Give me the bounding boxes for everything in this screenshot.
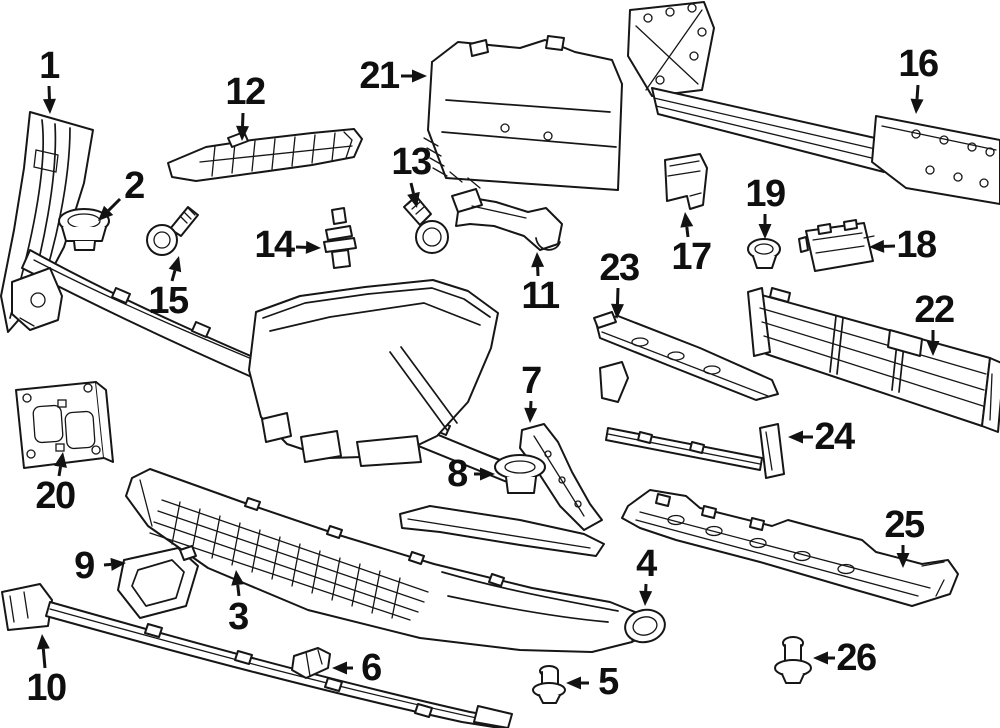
callout-16-bumper-reinforcement-beam[interactable]: 16 [898,43,939,85]
part-air-guide-assembly[interactable] [423,35,623,191]
part-garnish-clip[interactable] [494,454,546,494]
callout-12-bumper-upper-bracket[interactable]: 12 [225,71,266,113]
part-upper-support-bar[interactable] [593,311,779,401]
callout-17-sensor-bracket[interactable]: 17 [671,236,712,278]
part-mount-bracket[interactable] [798,219,875,272]
part-license-plate-bracket[interactable] [15,381,114,469]
callout-9-fog-light-bezel[interactable]: 9 [74,545,95,587]
part-bumper-reinforcement-beam[interactable] [627,1,1000,205]
callout-24-lower-support-frame[interactable]: 24 [814,416,855,458]
part-bumper-clip[interactable] [58,208,110,251]
part-rubber-grommet[interactable] [622,606,668,646]
callout-13-flange-bolt[interactable]: 13 [391,141,432,183]
part-cover-fastener[interactable] [774,636,812,684]
part-grille-shutter-assembly[interactable] [747,287,1000,433]
callout-5-push-fastener[interactable]: 5 [598,661,619,703]
callout-26-cover-fastener[interactable]: 26 [836,637,877,679]
part-corner-clip[interactable] [291,647,331,679]
callout-8-garnish-clip[interactable]: 8 [447,453,468,495]
part-bumper-side-bracket[interactable] [451,188,563,251]
callout-2-bumper-clip[interactable]: 2 [124,165,145,207]
callout-arrow-layer [36,69,940,690]
part-front-bumper-lower-grille[interactable] [125,468,650,653]
callout-11-bumper-side-bracket[interactable]: 11 [521,275,560,317]
callout-10-lower-trim-strip[interactable]: 10 [26,667,67,709]
callout-1-bumper-side-spacer[interactable]: 1 [39,45,60,87]
part-lower-support-frame[interactable] [599,361,785,479]
callout-4-rubber-grommet[interactable]: 4 [636,543,657,585]
callout-14-push-clip[interactable]: 14 [254,224,295,266]
callout-21-air-guide-assembly[interactable]: 21 [359,55,400,97]
callout-3-front-bumper-lower-grille[interactable]: 3 [228,596,249,638]
part-front-under-cover[interactable] [621,489,959,607]
part-sensor-bracket[interactable] [664,153,708,210]
callout-20-license-plate-bracket[interactable]: 20 [35,475,76,517]
part-push-clip[interactable] [323,207,357,269]
callout-22-grille-shutter-assembly[interactable]: 22 [914,289,955,331]
callout-6-corner-clip[interactable]: 6 [361,647,382,689]
callout-15-mount-bolt[interactable]: 15 [148,280,189,322]
part-fog-light-bezel[interactable] [117,545,199,619]
callout-23-upper-support-bar[interactable]: 23 [599,247,640,289]
part-flange-bolt[interactable] [403,195,449,254]
callout-18-mount-bracket[interactable]: 18 [896,224,937,266]
part-bumper-grille-surround[interactable] [248,279,499,467]
part-lower-trim-strip[interactable] [1,583,513,728]
callout-7-fog-light-garnish[interactable]: 7 [521,360,542,402]
part-retainer-clip[interactable] [747,238,781,269]
part-push-fastener[interactable] [532,665,566,704]
part-bumper-upper-bracket[interactable] [167,128,363,182]
part-mount-bolt[interactable] [146,206,199,256]
callout-25-front-under-cover[interactable]: 25 [884,504,925,546]
callout-19-retainer-clip[interactable]: 19 [745,173,786,215]
